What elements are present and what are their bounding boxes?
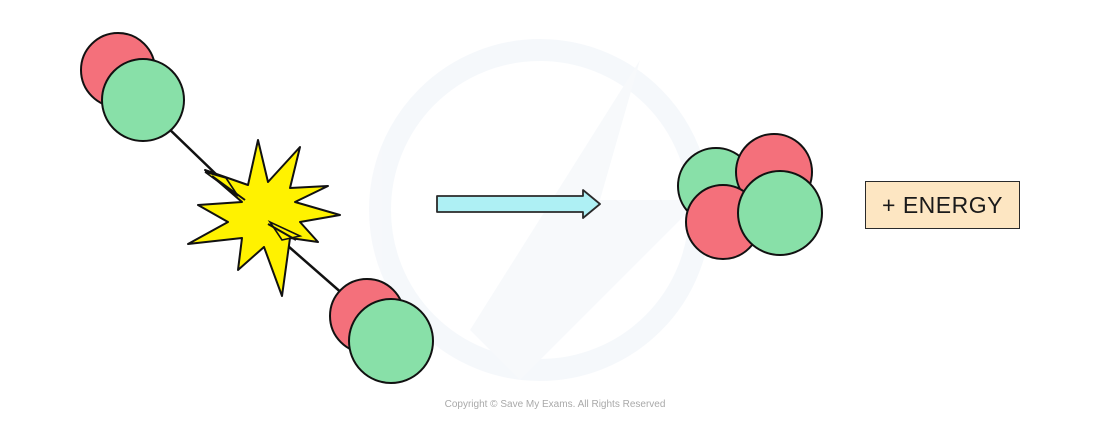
collision-star-icon — [187, 139, 341, 297]
energy-label: + ENERGY — [865, 181, 1020, 229]
incoming-deuterium-nucleus-bottom — [271, 231, 434, 384]
incoming-deuterium-nucleus-top — [80, 32, 249, 206]
neutron — [737, 170, 823, 256]
helium-nucleus — [677, 133, 823, 260]
copyright-notice: Copyright © Save My Exams. All Rights Re… — [444, 399, 666, 410]
neutron — [348, 298, 434, 384]
neutron — [101, 58, 185, 142]
right-arrow-icon — [436, 189, 601, 219]
